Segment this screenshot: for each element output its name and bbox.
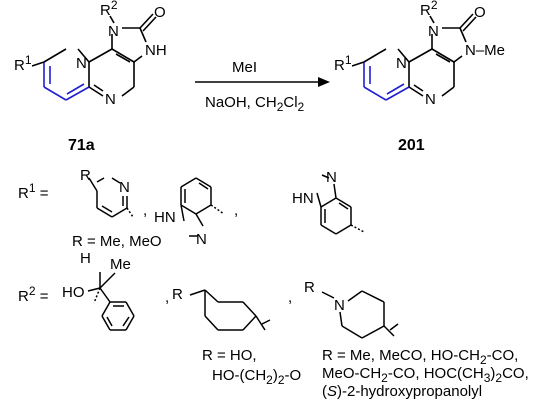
product-ring-b <box>408 48 455 97</box>
r1-definition-label: R1 = <box>18 181 49 202</box>
reactant-n-imidazole: N <box>108 23 119 40</box>
reactant-n-pyridine-1: N <box>76 55 87 72</box>
r2-definition-label: R2 = <box>18 284 49 305</box>
r1-bzim4-hn: HN <box>154 209 176 226</box>
product-id: 201 <box>398 137 425 154</box>
reactant-r2-label: R2 <box>100 0 118 19</box>
reactant-nh: NH <box>145 42 167 59</box>
reactant-ring-a-blue <box>43 62 90 101</box>
reactant-71a: N N N NH O R2 R1 71a <box>14 0 167 154</box>
r1-bzim5-hn: HN <box>292 190 314 207</box>
product-n-imidazole: N <box>428 23 439 40</box>
product-n-pyridine-1: N <box>396 55 407 72</box>
reactant-n-pyridine-2: N <box>105 91 116 108</box>
r2-comma-1: , <box>165 289 169 306</box>
reactant-ring-a <box>43 48 90 87</box>
r1-bzim4-n: N <box>196 231 207 248</box>
r2-piperidine-n: N <box>334 297 345 314</box>
reactant-imidazolone <box>109 13 157 63</box>
r1-comma-1: , <box>143 202 147 219</box>
r1-comma-2: , <box>234 202 238 219</box>
product-r2-label: R2 <box>420 0 438 19</box>
reactant-carbonyl-o: O <box>154 4 166 21</box>
r2-piperidine-r: R <box>304 279 315 296</box>
reaction-arrow <box>195 77 330 87</box>
r1-note: R = Me, MeO <box>72 233 162 250</box>
r2-option-hydroxy-phenylpropyl <box>87 272 135 331</box>
r2-piperidine-note-3: (S)-2-hydroxypropanolyl <box>322 383 482 400</box>
reagent-mei: MeI <box>232 59 257 76</box>
r1-option-benzimidazol-5-yl <box>316 174 365 235</box>
r2-cyclohexyl-r: R <box>172 286 183 303</box>
r2-comma-2: , <box>288 289 292 306</box>
r1-option-benzimidazol-4-yl <box>180 177 225 237</box>
product-201: N N N N–Me O R2 R1 201 <box>334 0 505 154</box>
reactant-ring-b <box>88 48 135 97</box>
product-n-methyl: N–Me <box>465 42 505 59</box>
r2-hpp-me: Me <box>110 256 131 273</box>
r2-option-piperidinyl <box>321 290 399 339</box>
product-ring-a <box>363 48 410 87</box>
product-n-pyridine-2: N <box>425 91 436 108</box>
r2-hpp-ho: HO <box>62 284 85 301</box>
r2-cyclohexyl-note-1: R = HO, <box>202 347 257 364</box>
product-ring-a-blue <box>363 62 410 101</box>
r2-piperidine-note-1: R = Me, MeCO, HO-CH2-CO, <box>322 347 518 367</box>
r1-bzim5-n: N <box>326 169 337 186</box>
r2-piperidine-note-2: MeO-CH2-CO, HOC(CH3)2CO, <box>322 365 529 385</box>
r1-pyridyl-r: R <box>80 167 91 184</box>
r1-pyridyl-n: N <box>119 179 130 196</box>
r2-option-cyclohexyl <box>189 289 271 331</box>
r2-hpp-h: H <box>80 250 91 267</box>
product-r1-label: R1 <box>334 53 352 74</box>
product-carbonyl-o: O <box>474 4 486 21</box>
r1-option-pyridyl <box>88 177 134 218</box>
reactant-r1-label: R1 <box>14 53 32 74</box>
r2-cyclohexyl-note-2: HO-(CH2)2-O <box>212 367 301 387</box>
reactant-id: 71a <box>68 137 95 154</box>
product-imidazolone <box>429 13 477 63</box>
reagent-naoh-ch2cl2: NaOH, CH2Cl2 <box>205 94 305 114</box>
